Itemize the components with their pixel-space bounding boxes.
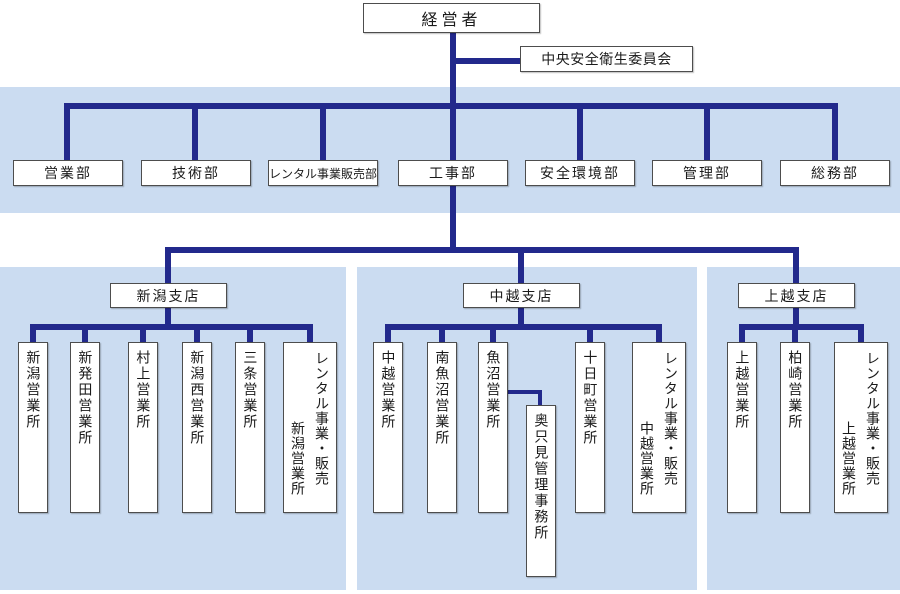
office-box-uonuma: 魚沼営業所 — [478, 342, 508, 513]
branch-box-niigata: 新潟支店 — [110, 283, 227, 308]
office-box-minami-uonuma: 南魚沼営業所 — [427, 342, 457, 513]
office-box-murakami: 村上営業所 — [128, 342, 158, 513]
connector-drop-dept-6 — [704, 103, 710, 160]
connector-drop-dept-5 — [577, 103, 583, 160]
connector-drop-dept-3 — [320, 103, 326, 160]
connector-niigata-stem — [165, 308, 171, 330]
connector-drop-office — [587, 324, 593, 342]
office-box-kashiwazaki: 柏崎営業所 — [780, 342, 810, 513]
connector-drop-office — [439, 324, 445, 342]
connector-drop-office — [307, 324, 313, 342]
connector-drop-branch-2 — [518, 247, 524, 283]
connector-drop-branch-3 — [793, 247, 799, 283]
department-box-rental-sales: レンタル事業販売部 — [268, 160, 378, 186]
office-box-joetsu: 上越営業所 — [727, 342, 757, 513]
root-box: 経営者 — [363, 3, 540, 33]
office-box-sanjo: 三条営業所 — [235, 342, 265, 513]
connector-niigata-rail — [30, 324, 313, 330]
rental-label-line1: レンタル事業・販売 — [663, 351, 679, 486]
connector-okutadami-v — [538, 390, 542, 405]
connector-okutadami-h — [508, 390, 542, 394]
connector-drop-office — [490, 324, 496, 342]
connector-drop-office — [739, 324, 745, 342]
branch-box-joetsu: 上越支店 — [738, 283, 855, 308]
connector-departments-rail — [64, 103, 838, 109]
rental-label-line1: レンタル事業・販売 — [314, 351, 330, 486]
department-box-administration: 管理部 — [652, 160, 762, 186]
rental-label-line2: 中越営業所 — [639, 421, 655, 496]
rental-label-line2: 上越営業所 — [841, 421, 857, 496]
connector-joetsu-rail — [739, 324, 864, 330]
department-box-safety-environment: 安全環境部 — [525, 160, 635, 186]
branch-box-chuetsu: 中越支店 — [463, 283, 580, 308]
connector-drop-office — [385, 324, 391, 342]
connector-drop-office — [792, 324, 798, 342]
connector-drop-dept-1 — [64, 103, 70, 160]
connector-trunk-top — [450, 33, 456, 160]
department-box-sales: 営業部 — [13, 160, 123, 186]
connector-drop-office — [656, 324, 662, 342]
connector-drop-office — [140, 324, 146, 342]
connector-drop-office — [858, 324, 864, 342]
connector-committee — [453, 58, 520, 64]
office-box-niigata: 新潟営業所 — [18, 342, 48, 513]
department-box-general-affairs: 総務部 — [780, 160, 890, 186]
committee-box: 中央安全衛生委員会 — [520, 46, 693, 72]
office-box-chuetsu: 中越営業所 — [373, 342, 403, 513]
connector-drop-office — [82, 324, 88, 342]
office-box-niigata-nishi: 新潟西営業所 — [182, 342, 212, 513]
department-box-construction: 工事部 — [398, 160, 508, 186]
connector-drop-office — [247, 324, 253, 342]
rental-label-line2: 新潟営業所 — [290, 421, 306, 496]
connector-branches-rail — [165, 247, 799, 253]
connector-drop-office — [194, 324, 200, 342]
connector-drop-dept-7 — [832, 103, 838, 160]
office-box-okutadami: 奥只見管理事務所 — [526, 405, 556, 577]
office-box-rental-niigata: レンタル事業・販売 新潟営業所 — [283, 342, 337, 513]
connector-drop-dept-2 — [192, 103, 198, 160]
connector-joetsu-stem — [793, 308, 799, 330]
connector-chuetsu-stem — [518, 308, 524, 330]
rental-label-line1: レンタル事業・販売 — [865, 351, 881, 486]
connector-trunk-construction — [450, 185, 456, 253]
office-box-shibata: 新発田営業所 — [70, 342, 100, 513]
office-box-rental-joetsu: レンタル事業・販売 上越営業所 — [834, 342, 888, 513]
department-box-engineering: 技術部 — [141, 160, 251, 186]
office-box-rental-chuetsu: レンタル事業・販売 中越営業所 — [632, 342, 686, 513]
connector-drop-branch-1 — [165, 247, 171, 283]
connector-chuetsu-rail — [385, 324, 662, 330]
connector-drop-office — [30, 324, 36, 342]
office-box-tokamachi: 十日町営業所 — [575, 342, 605, 513]
